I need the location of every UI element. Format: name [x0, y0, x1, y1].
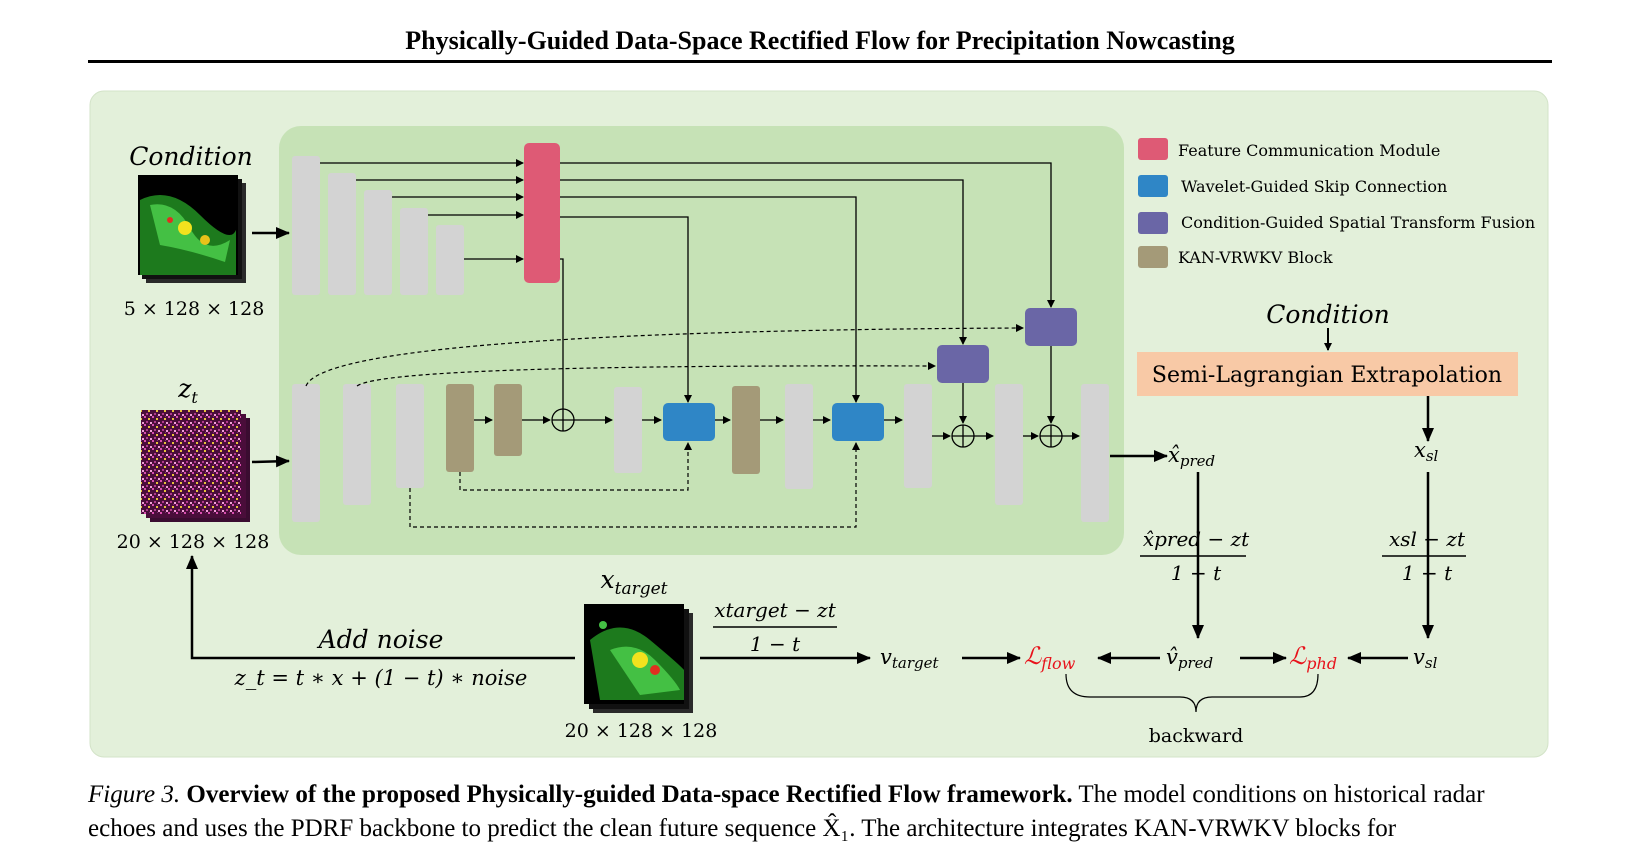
figure-diagram: Feature Communication Module Wavelet-Gui… [89, 90, 1549, 758]
extrapolation-box [1137, 352, 1518, 396]
condition-radar-image [138, 175, 246, 283]
zt-label: zt [177, 374, 198, 407]
xpred-label: x̂pred [1168, 443, 1215, 470]
kan-block-1 [446, 384, 474, 472]
legend-swatch-kan [1138, 246, 1168, 268]
fcm-output-arrows [560, 162, 1055, 409]
legend-label-fcm: Feature Communication Module [1178, 141, 1440, 160]
wgsc-block-2 [832, 403, 884, 441]
cgstf-block-2 [1025, 308, 1077, 346]
legend-swatch-fcm [1138, 138, 1168, 160]
noise-formula: z_t = t ∗ x + (1 − t) ∗ noise [234, 666, 528, 690]
legend: Feature Communication Module Wavelet-Gui… [1138, 138, 1535, 268]
fraction-sl-denominator: 1 − t [1402, 561, 1453, 585]
xtarget-radar-image [584, 604, 693, 713]
right-condition-label: Condition [1266, 300, 1389, 329]
caption-figure-number: Figure 3. [88, 781, 181, 808]
kan-block-3 [732, 386, 760, 474]
fraction-sl: xsl − zt 1 − t [1382, 526, 1468, 585]
backward-label: backward [1149, 725, 1243, 747]
vtarget-label: vtarget [880, 645, 939, 672]
legend-label-cgstf: Condition-Guided Spatial Transform Fusio… [1181, 213, 1535, 232]
dashed-skip-connections [305, 324, 1024, 528]
caption-title: Overview of the proposed Physically-guid… [186, 781, 1073, 808]
backbone-arrows [474, 346, 1080, 440]
encoder-to-fcm-arrows [320, 159, 524, 263]
fraction-pred-denominator: 1 − t [1171, 561, 1222, 585]
condition-label: Condition [129, 142, 252, 171]
zt-noise-image [141, 410, 250, 522]
figure-caption: Figure 3. Overview of the proposed Physi… [88, 778, 1552, 846]
legend-label-wgsc: Wavelet-Guided Skip Connection [1181, 177, 1447, 196]
zt-to-backbone-arrow [251, 455, 290, 468]
backward-brace [1065, 673, 1319, 713]
header-rule [88, 60, 1552, 63]
fcm-block [524, 143, 560, 283]
fraction-target-denominator: 1 − t [750, 632, 801, 656]
zt-dims: 20 × 128 × 128 [117, 531, 270, 553]
vsl-label: vsl [1413, 645, 1438, 672]
extrapolation-label: Semi-Lagrangian Extrapolation [1152, 363, 1502, 388]
condition-dims: 5 × 128 × 128 [124, 298, 265, 320]
wgsc-block-1 [663, 403, 715, 441]
add-noise-label: Add noise [317, 625, 444, 654]
cgstf-block-1 [937, 345, 989, 383]
add-noise-arrow [186, 555, 575, 660]
vpred-label: v̂pred [1166, 645, 1213, 672]
caption-body: The model conditions on historical radar… [88, 781, 1485, 842]
loss-phd-label: ℒphd [1289, 642, 1337, 673]
backbone-gray-blocks [292, 384, 1109, 522]
loss-flow-label: ℒflow [1024, 642, 1076, 673]
legend-swatch-wgsc [1138, 175, 1168, 197]
legend-swatch-cgstf [1138, 212, 1168, 234]
xtarget-dims: 20 × 128 × 128 [565, 720, 718, 742]
fraction-target-numerator: xtarget − zt [714, 598, 836, 622]
kan-block-2 [494, 384, 522, 456]
legend-label-kan: KAN-VRWKV Block [1178, 248, 1333, 267]
xtarget-label: xtarget [601, 565, 668, 599]
xsl-label: xsl [1414, 438, 1439, 465]
page-title: Physically-Guided Data-Space Rectified F… [405, 26, 1235, 55]
fraction-pred: x̂pred − zt 1 − t [1140, 526, 1250, 585]
fraction-pred-numerator: x̂pred − zt [1143, 527, 1250, 551]
fraction-sl-numerator: xsl − zt [1389, 527, 1466, 551]
condition-encoder [292, 156, 464, 295]
